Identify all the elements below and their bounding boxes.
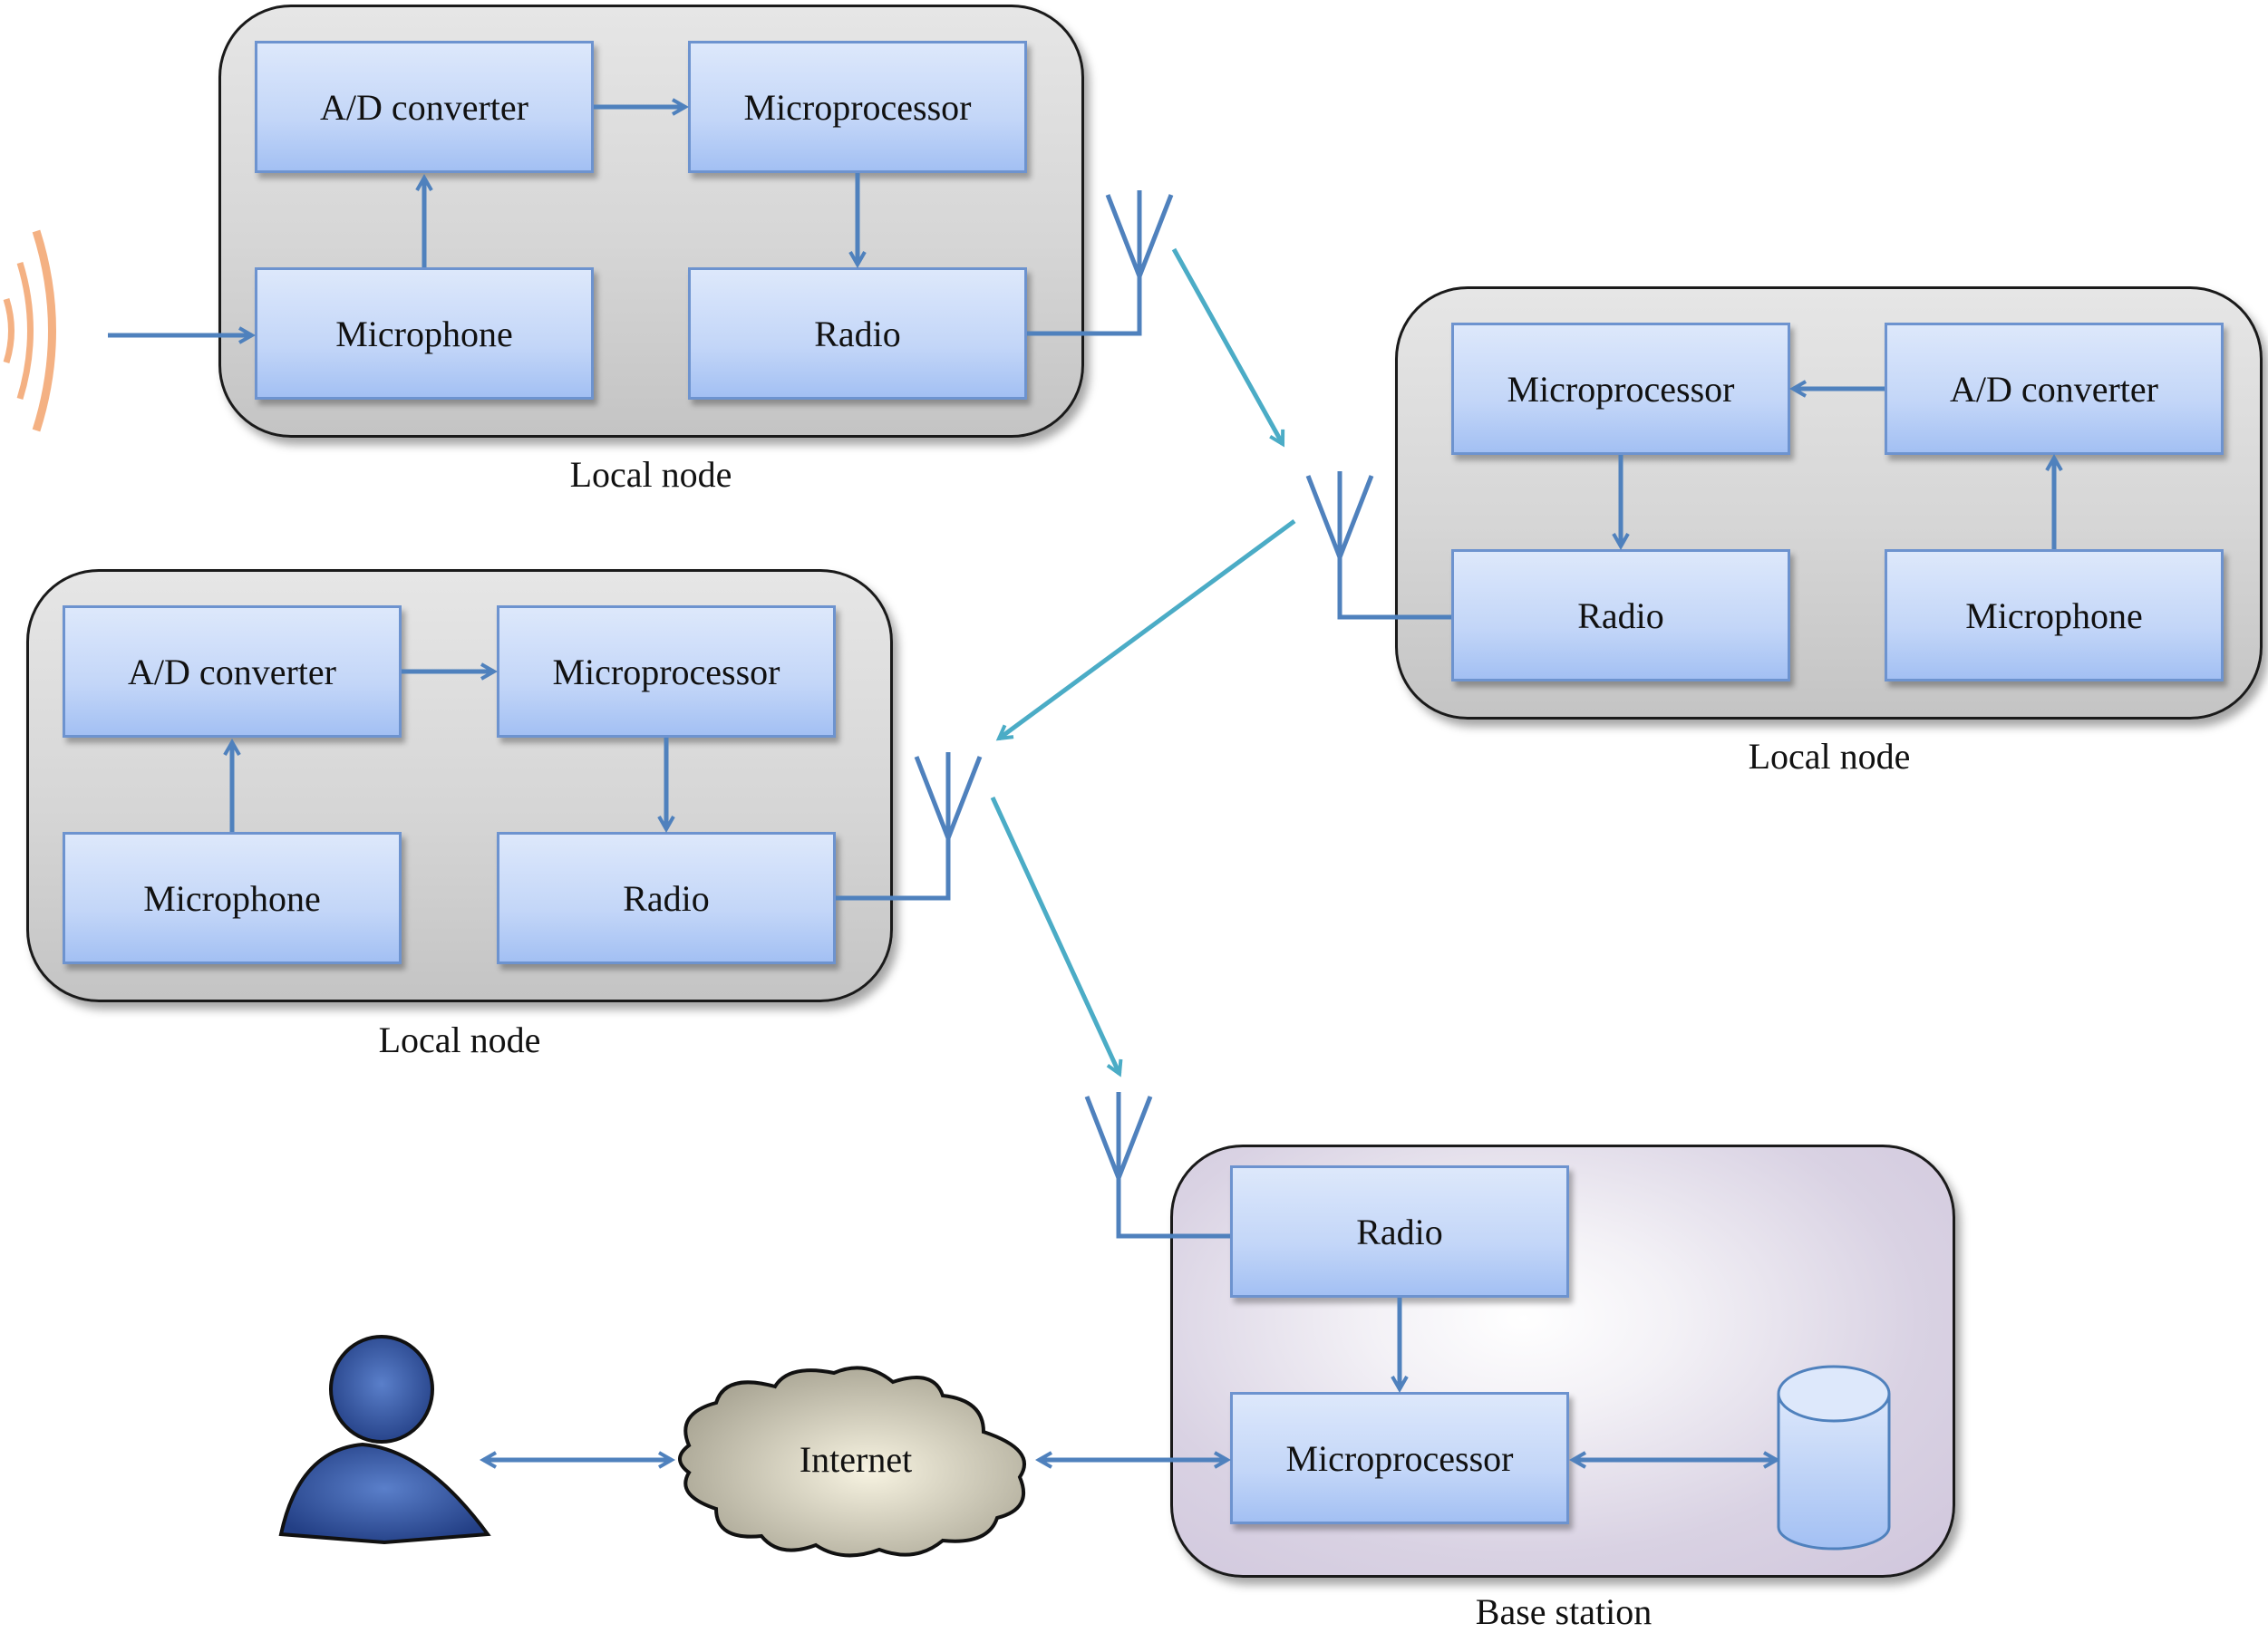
microprocessor-block: Microprocessor — [688, 41, 1027, 173]
antenna-icon — [914, 752, 983, 839]
antenna-icon — [1084, 1092, 1153, 1179]
wireless-link-3-base — [990, 796, 1123, 1077]
microphone-block: Microphone — [255, 267, 594, 400]
internet-label: Internet — [800, 1439, 912, 1480]
antenna-icon — [1105, 190, 1174, 277]
user-icon — [278, 1335, 491, 1545]
local-node-2-caption: Local node — [1748, 736, 1911, 777]
adc-block: A/D converter — [255, 41, 594, 173]
adc-block: A/D converter — [63, 605, 402, 738]
radio-block: Radio — [1451, 549, 1790, 681]
microphone-block: Microphone — [1885, 549, 2224, 681]
microprocessor-block: Microprocessor — [1451, 323, 1790, 455]
microprocessor-block: Microprocessor — [497, 605, 836, 738]
database-cylinder-icon — [1777, 1365, 1891, 1551]
radio-antenna-feed — [836, 816, 951, 901]
antenna-icon — [1305, 471, 1374, 558]
radio-antenna-feed — [1337, 530, 1451, 620]
wireless-link-2-3 — [995, 518, 1296, 741]
sound-wave-icon — [3, 229, 56, 432]
internet-cloud-icon: Internet — [678, 1366, 1026, 1558]
wireless-link-1-2 — [1171, 247, 1285, 448]
microphone-block: Microphone — [63, 832, 402, 964]
base-station-caption: Base station — [1475, 1591, 1653, 1632]
local-node-1-caption: Local node — [569, 454, 732, 495]
base-microprocessor-block: Microprocessor — [1230, 1392, 1569, 1524]
local-node-3-caption: Local node — [378, 1019, 541, 1060]
radio-antenna-feed — [1027, 249, 1142, 336]
base-radio-antenna-feed — [1116, 1151, 1230, 1239]
adc-block: A/D converter — [1885, 323, 2224, 455]
base-radio-block: Radio — [1230, 1165, 1569, 1298]
radio-block: Radio — [497, 832, 836, 964]
radio-block: Radio — [688, 267, 1027, 400]
